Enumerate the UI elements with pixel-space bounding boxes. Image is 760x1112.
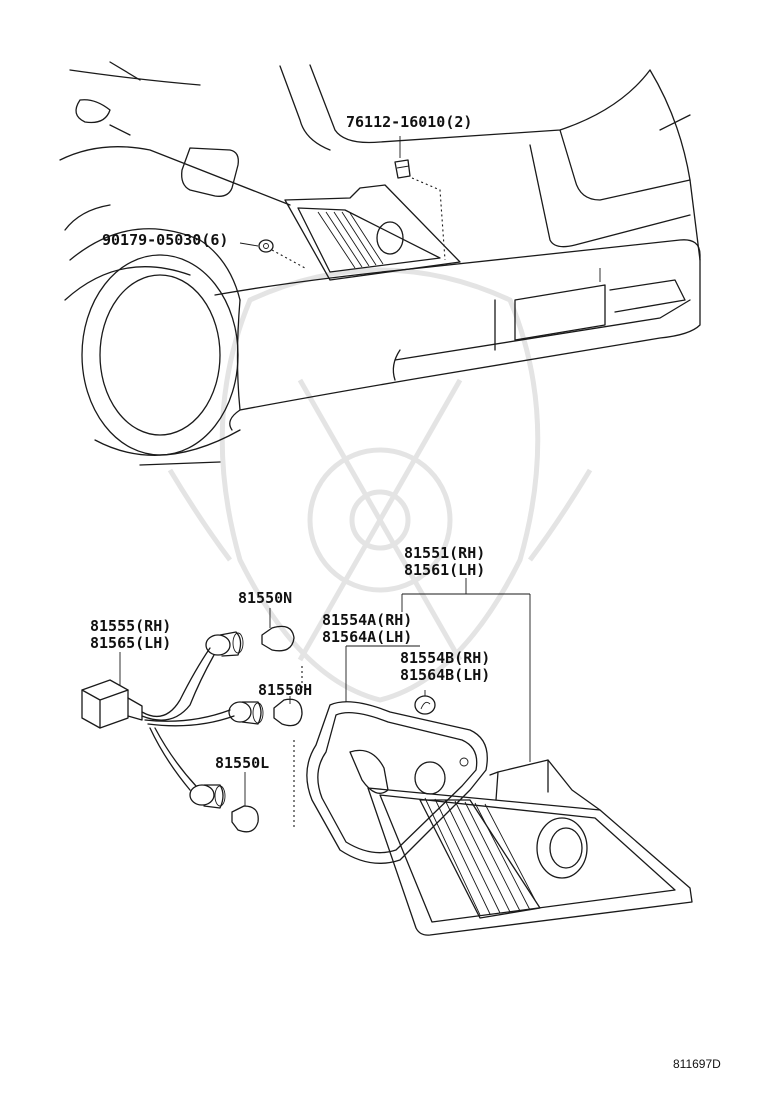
callout-nut-left: 90179-05030(6) — [102, 232, 228, 249]
callout-line: 81554B(RH) — [400, 649, 491, 667]
callout-line: 81564A(LH) — [322, 628, 413, 646]
callout-gasket: 81554A(RH) 81564A(LH) — [322, 612, 412, 646]
callout-line: 76112-16010(2) — [346, 113, 473, 131]
tail-lamp-assembly — [367, 759, 693, 936]
callout-clip: 81554B(RH) 81564B(LH) — [400, 650, 490, 684]
nut-icon-left — [258, 239, 274, 253]
callout-lamp-assembly: 81551(RH) 81561(LH) — [404, 545, 485, 579]
socket-icon-top — [205, 631, 244, 657]
callout-bulb-n: 81550N — [238, 590, 292, 607]
bulb-icon-n — [261, 625, 295, 652]
gasket-icon — [306, 701, 488, 864]
callout-bulb-h: 81550H — [258, 682, 312, 699]
callout-line: 81565(LH) — [90, 634, 172, 652]
callout-line: 81550H — [258, 681, 313, 699]
socket-icon-mid — [228, 701, 264, 725]
callout-bulb-l: 81550L — [215, 755, 269, 772]
connector-icon — [81, 679, 143, 729]
callout-screw-top: 76112-16010(2) — [346, 114, 472, 131]
callout-line: 90179-05030(6) — [102, 231, 229, 249]
exploded-parts — [81, 578, 693, 936]
tail-lamp-installed — [284, 184, 461, 281]
callout-line: 81564B(LH) — [400, 666, 491, 684]
bulb-icon-h — [273, 698, 303, 727]
socket-icon-bottom — [189, 784, 226, 809]
callout-line: 81554A(RH) — [322, 611, 413, 629]
car-rear-view — [59, 61, 701, 466]
diagram-code: 811697D — [673, 1057, 721, 1071]
callout-line: 81550N — [238, 589, 293, 607]
callout-line: 81561(LH) — [404, 561, 486, 579]
callout-line: 81551(RH) — [404, 544, 486, 562]
watermark-emblem — [167, 267, 593, 703]
callout-socket-wire: 81555(RH) 81565(LH) — [90, 618, 171, 652]
clip-icon — [414, 695, 436, 715]
callout-line: 81555(RH) — [90, 617, 172, 635]
bulb-icon-l — [231, 805, 259, 833]
callout-line: 81550L — [215, 754, 270, 772]
screw-icon-top — [394, 159, 411, 179]
